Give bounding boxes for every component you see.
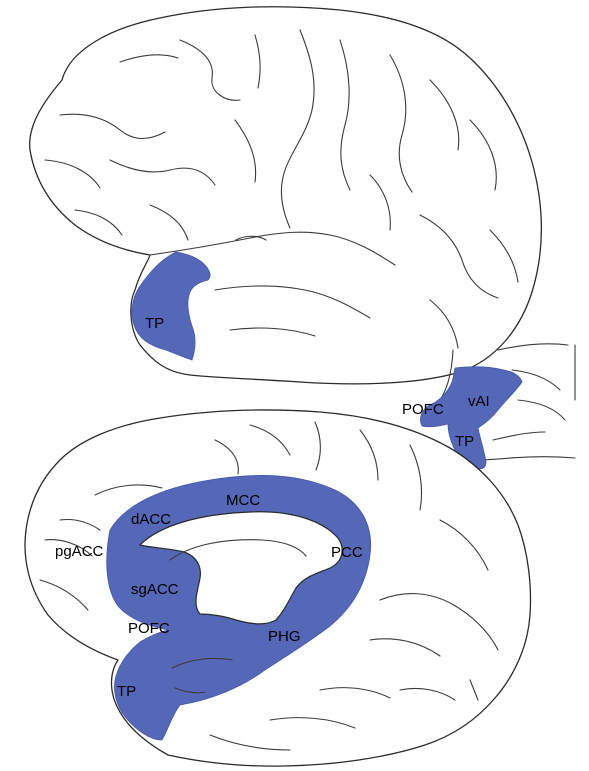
- sulcus: [74, 209, 123, 236]
- sulcus: [59, 518, 101, 531]
- insula-sulcus: [517, 399, 566, 421]
- lateral-brain-outline: [29, 6, 543, 385]
- medial-mcc-label: MCC: [226, 492, 260, 509]
- sulcus: [389, 54, 413, 193]
- sulcus: [44, 539, 93, 557]
- sulcus: [39, 579, 89, 611]
- sulcus: [254, 34, 261, 89]
- sulcus: [399, 687, 456, 701]
- sulcus: [214, 439, 239, 475]
- medial-phg-label: PHG: [268, 628, 301, 645]
- medial-tp-label: TP: [117, 683, 136, 700]
- sulcus: [429, 79, 460, 151]
- sulcus: [369, 174, 391, 231]
- sulcus: [469, 679, 479, 701]
- sulcus: [339, 39, 351, 191]
- sulcus: [280, 29, 315, 229]
- sulcus: [119, 54, 179, 63]
- medial-sgacc-label: sgACC: [131, 581, 179, 598]
- sulcus: [214, 285, 371, 319]
- sulcus: [209, 734, 291, 751]
- insula-pofc-label: POFC: [402, 401, 444, 418]
- sulcus: [469, 119, 497, 191]
- sulcus: [379, 593, 499, 651]
- sulcus: [44, 159, 101, 189]
- sulcus: [489, 229, 519, 283]
- insula-vai-label: vAI: [468, 393, 490, 410]
- sulcus: [235, 235, 267, 241]
- sulcus: [419, 214, 499, 299]
- sulcus: [369, 638, 441, 657]
- sulcus: [269, 717, 356, 729]
- sulcus: [409, 444, 423, 511]
- sulcus: [149, 204, 189, 241]
- medial-pcc-label: PCC: [331, 544, 363, 561]
- lateral-fissure: [149, 231, 396, 266]
- sulcus: [439, 519, 489, 571]
- sulcus: [359, 429, 379, 481]
- lateral-sulci: [44, 29, 519, 349]
- insula-tp-label: TP: [455, 433, 474, 450]
- insula-sulcus: [497, 343, 569, 351]
- medial-dacc-label: dACC: [131, 511, 171, 528]
- sulcus: [179, 39, 241, 101]
- sulcus: [94, 484, 163, 496]
- sulcus: [314, 421, 321, 471]
- lateral-brain-view: TP: [29, 6, 543, 385]
- corpus-callosum: [138, 511, 343, 625]
- temporal-pole-line: [174, 687, 206, 694]
- insula-sulcus: [484, 456, 576, 461]
- sulcus: [249, 424, 291, 456]
- medial-pgacc-label: pgACC: [55, 543, 104, 560]
- sulcus: [429, 299, 459, 349]
- sulcus: [59, 113, 166, 140]
- fornix-line: [169, 539, 307, 561]
- lateral-tp-label: TP: [145, 315, 164, 332]
- sulcus: [109, 159, 216, 186]
- sulcus: [229, 327, 316, 337]
- sulcus: [319, 687, 391, 699]
- lateral-tp-region: [131, 251, 211, 361]
- medial-brain-view: dACC MCC pgACC PCC sgACC POFC PHG TP: [24, 409, 532, 767]
- insula-detail-view: POFC vAI TP: [402, 343, 576, 470]
- insula-sulcus: [492, 431, 546, 441]
- parahippocampal-line: [171, 657, 233, 669]
- sulcus: [234, 119, 257, 183]
- medial-sulci: [39, 421, 499, 751]
- insula-sulcus: [511, 369, 561, 391]
- medial-pofc-label: POFC: [128, 620, 170, 637]
